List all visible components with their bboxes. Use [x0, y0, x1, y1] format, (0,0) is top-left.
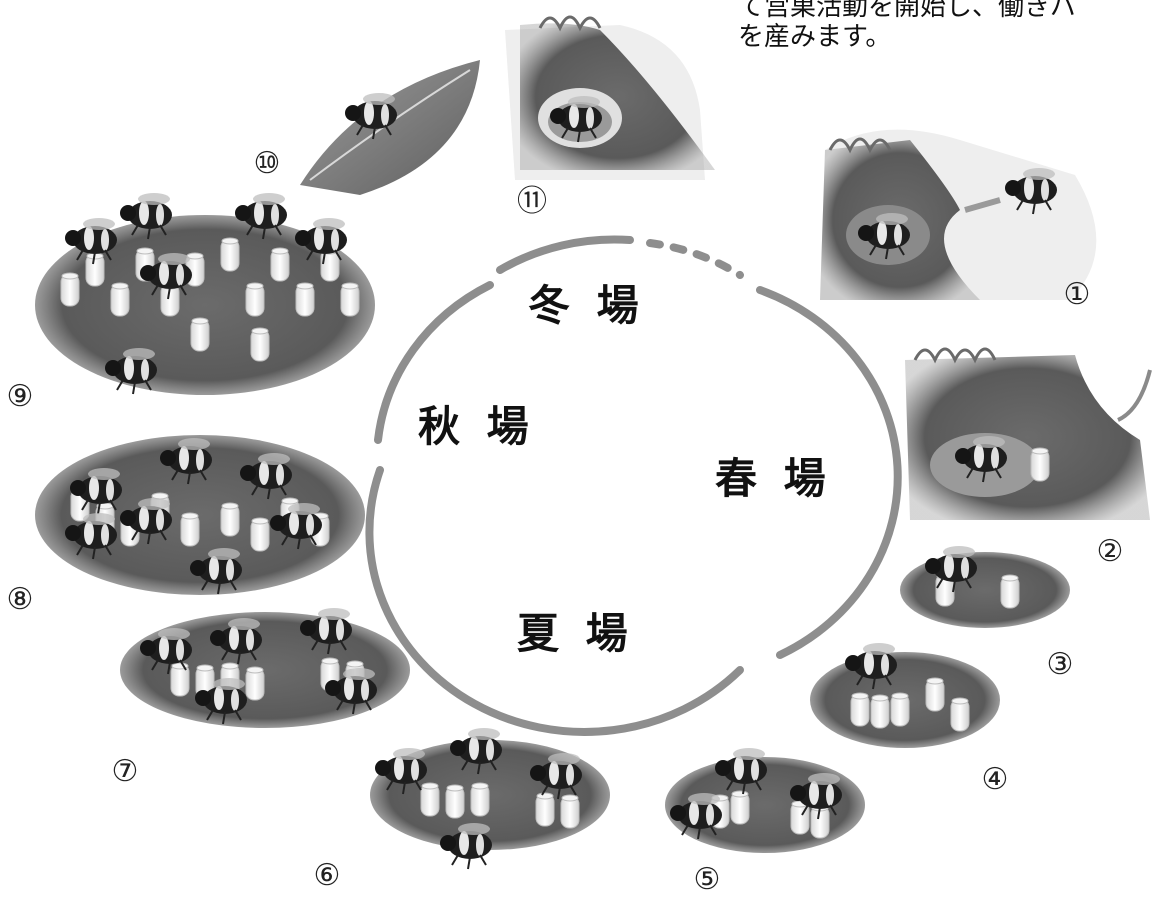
- season-label-summer: 夏 場: [517, 600, 634, 661]
- stage-2-illustration: [905, 349, 1150, 520]
- stage-6-illustration: [370, 728, 610, 869]
- stage-number-6: ⑥: [307, 856, 347, 896]
- stage-number-11: ⑪: [512, 182, 552, 222]
- season-label-spring: 春 場: [715, 445, 832, 506]
- stage-9-illustration: [35, 193, 375, 395]
- stage-number-4: ④: [975, 760, 1015, 800]
- season-label-winter: 冬 場: [528, 272, 645, 333]
- stage-number-2: ②: [1090, 532, 1130, 572]
- stage-5-illustration: [665, 748, 865, 853]
- stage-number-8: ⑧: [0, 580, 40, 620]
- stage-number-7: ⑦: [105, 752, 145, 792]
- stage-8-illustration: [35, 435, 365, 595]
- stage-7-illustration: [120, 608, 410, 728]
- stage-number-9: ⑨: [0, 377, 40, 417]
- stage-number-1: ①: [1057, 275, 1097, 315]
- stage-3-illustration: [900, 546, 1070, 628]
- stage-number-5: ⑤: [687, 860, 727, 900]
- stage-10-illustration: [300, 60, 480, 195]
- stage-1-illustration: [820, 130, 1096, 300]
- stage-11-illustration: [505, 17, 715, 180]
- stage-4-illustration: [810, 643, 1000, 748]
- stage-number-10: ⑩: [247, 144, 287, 184]
- stage-number-3: ③: [1040, 645, 1080, 685]
- season-label-autumn: 秋 場: [418, 393, 535, 454]
